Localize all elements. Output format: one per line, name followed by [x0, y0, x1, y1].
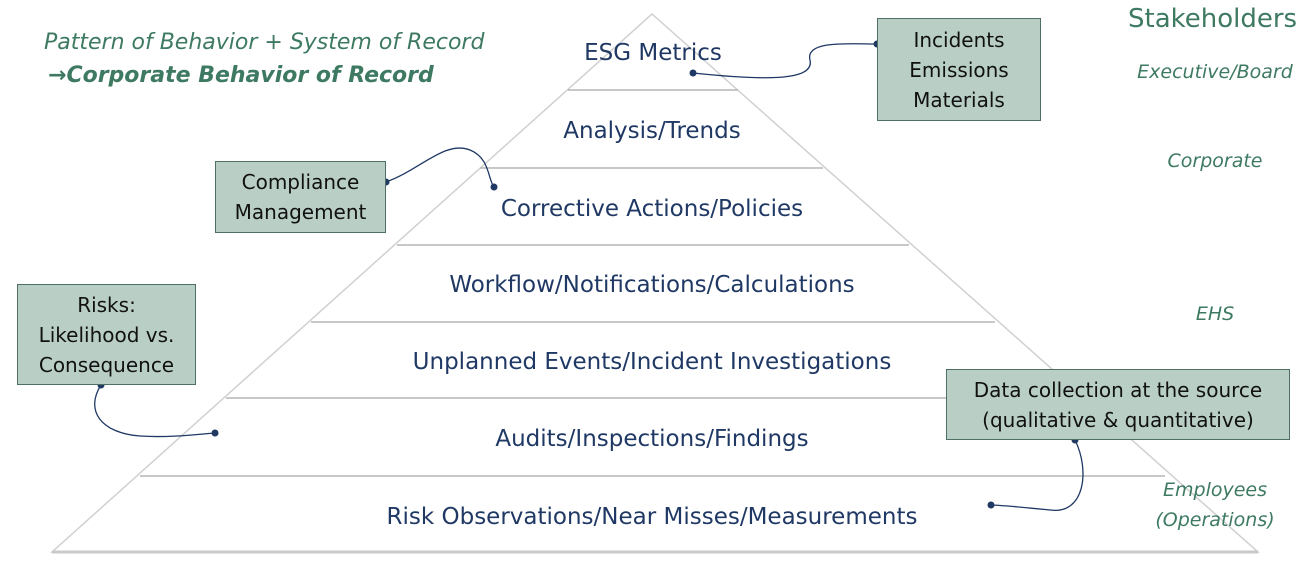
stakeholders-title: Stakeholders — [1128, 4, 1298, 34]
callout-metrics-item: Emissions — [909, 57, 1009, 82]
connector-dot — [490, 183, 498, 191]
callout-compliance: Compliance Management — [215, 161, 386, 233]
header-line-2-wrapper: →Corporate Behavior of Record — [48, 63, 434, 88]
stakeholder-ehs: EHS — [1195, 303, 1235, 325]
connector-compliance — [385, 147, 495, 188]
tier-label-analysis-trends: Analysis/Trends — [563, 118, 740, 144]
callout-metrics-item: Materials — [913, 87, 1005, 112]
tier-label-esg-metrics: ESG Metrics — [584, 40, 722, 66]
tier-label-workflow: Workflow/Notifications/Calculations — [449, 272, 854, 298]
stakeholder-employees: Employees (Operations) — [1155, 479, 1275, 531]
connector-dot — [987, 501, 995, 509]
callout-risks: Risks: Likelihood vs. Consequence — [17, 284, 196, 385]
stakeholder-executive: Executive/Board — [1137, 61, 1293, 83]
tier-label-risk-observations: Risk Observations/Near Misses/Measuremen… — [387, 504, 918, 530]
connector-metrics — [692, 43, 878, 79]
connector-risks — [94, 384, 216, 438]
stakeholder-corporate: Corporate — [1167, 150, 1263, 172]
connector-dot — [211, 429, 219, 437]
callout-metrics: Incidents Emissions Materials — [877, 18, 1041, 121]
arrow-icon: → — [48, 63, 67, 88]
header-line-1: Pattern of Behavior + System of Record — [44, 30, 485, 55]
callout-metrics-item: Incidents — [913, 27, 1005, 52]
header-line-2: Corporate Behavior of Record — [66, 63, 434, 88]
callout-data-collection: Data collection at the source (qualitati… — [946, 369, 1290, 440]
tier-label-corrective-actions: Corrective Actions/Policies — [501, 196, 803, 222]
tier-label-unplanned-events: Unplanned Events/Incident Investigations — [413, 349, 892, 375]
tier-label-audits: Audits/Inspections/Findings — [495, 426, 808, 452]
connector-dot — [689, 69, 697, 77]
connector-data-collection — [990, 439, 1084, 511]
